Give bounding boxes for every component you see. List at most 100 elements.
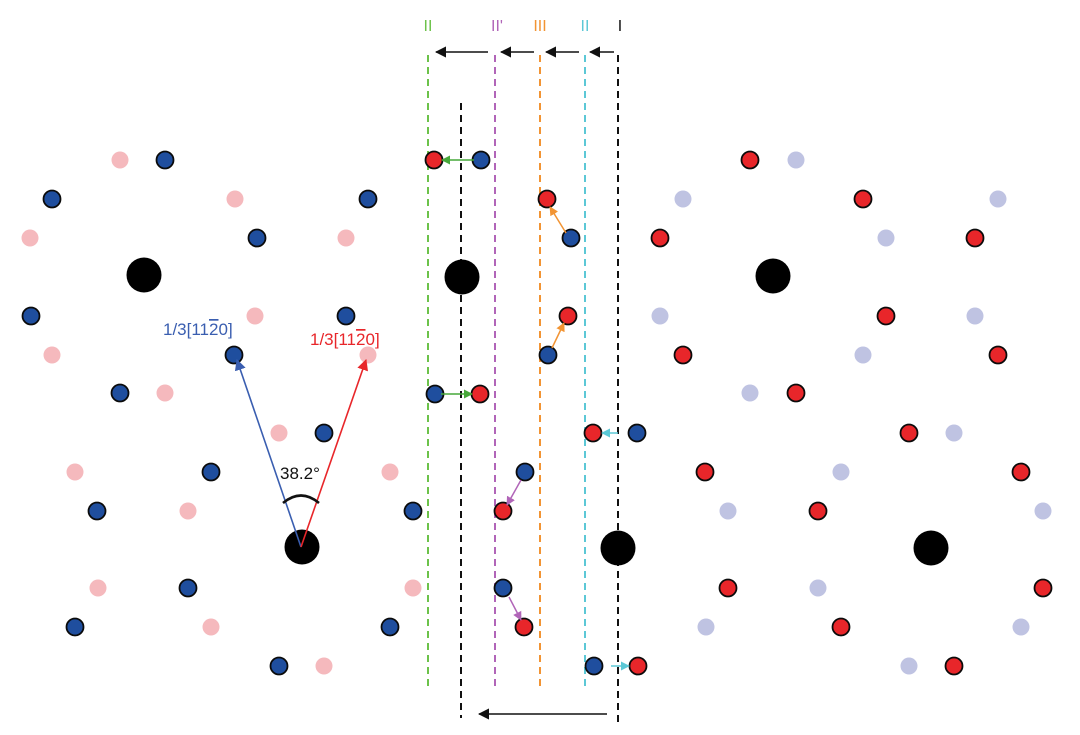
faint-red-atom xyxy=(381,463,399,481)
faint-blue-atom xyxy=(966,307,984,325)
faint-red-atom xyxy=(202,618,220,636)
red-atom xyxy=(493,501,513,521)
blue-atom xyxy=(224,345,244,365)
faint-blue-atom xyxy=(809,579,827,597)
blue-atom xyxy=(493,578,513,598)
faint-red-atom xyxy=(179,502,197,520)
red-atom xyxy=(944,656,964,676)
bar-digit: 2 xyxy=(209,320,218,339)
faint-blue-atom xyxy=(651,307,669,325)
angle-arc xyxy=(282,494,320,505)
red-atom xyxy=(673,345,693,365)
label-boundary-II-cyan: II xyxy=(581,18,590,35)
red-atom xyxy=(1033,578,1053,598)
faint-red-atom xyxy=(337,229,355,247)
large-black-atom xyxy=(126,257,162,293)
faint-blue-atom xyxy=(832,463,850,481)
red-atom xyxy=(876,306,896,326)
vector-label-red: 1/3[1120] xyxy=(310,330,380,349)
angle-label: 38.2° xyxy=(280,464,320,483)
blue-atom xyxy=(538,345,558,365)
red-atom xyxy=(988,345,1008,365)
red-atom xyxy=(899,423,919,443)
large-black-atom xyxy=(913,530,949,566)
faint-red-atom xyxy=(21,229,39,247)
blue-atom xyxy=(247,228,267,248)
faint-red-atom xyxy=(246,307,264,325)
displacement-arrow-orange-mid xyxy=(551,322,565,349)
displacement-arrow-purple-top xyxy=(506,479,522,506)
faint-blue-atom xyxy=(854,346,872,364)
blue-atom xyxy=(627,423,647,443)
red-atom xyxy=(786,383,806,403)
blue-atom xyxy=(584,656,604,676)
faint-red-atom xyxy=(89,579,107,597)
red-atom xyxy=(1011,462,1031,482)
faint-blue-atom xyxy=(741,384,759,402)
faint-blue-atom xyxy=(787,151,805,169)
label-boundary-III: III xyxy=(533,18,546,35)
faint-red-atom xyxy=(404,579,422,597)
large-black-atom xyxy=(600,530,636,566)
atom-lattice xyxy=(21,150,1053,676)
large-black-atom xyxy=(284,529,320,565)
faint-blue-atom xyxy=(877,229,895,247)
red-atom xyxy=(718,578,738,598)
faint-blue-atom xyxy=(719,502,737,520)
red-atom xyxy=(470,384,490,404)
red-atom xyxy=(583,423,603,443)
faint-red-atom xyxy=(66,463,84,481)
faint-red-atom xyxy=(270,424,288,442)
red-atom xyxy=(558,306,578,326)
faint-red-atom xyxy=(315,657,333,675)
blue-atom xyxy=(269,656,289,676)
vector-arrow-blue xyxy=(234,358,302,548)
blue-atom xyxy=(65,617,85,637)
faint-red-atom xyxy=(359,346,377,364)
bar-digit: 2 xyxy=(356,330,365,349)
blue-atom xyxy=(471,150,491,170)
blue-atom xyxy=(21,306,41,326)
blue-atom xyxy=(201,462,221,482)
faint-blue-atom xyxy=(945,424,963,442)
blue-atom xyxy=(314,423,334,443)
red-atom xyxy=(695,462,715,482)
red-atom xyxy=(424,150,444,170)
blue-atom xyxy=(358,189,378,209)
burgers-vectors xyxy=(234,358,368,548)
blue-atom xyxy=(425,384,445,404)
blue-atom xyxy=(403,501,423,521)
displacement-arrow-orange-top xyxy=(549,206,567,234)
blue-atom xyxy=(87,501,107,521)
red-atom xyxy=(853,189,873,209)
blue-atom xyxy=(515,462,535,482)
faint-blue-atom xyxy=(1012,618,1030,636)
blue-atom xyxy=(110,383,130,403)
faint-red-atom xyxy=(111,151,129,169)
red-atom xyxy=(514,617,534,637)
label-boundary-I: I xyxy=(618,18,622,35)
faint-blue-atom xyxy=(697,618,715,636)
red-atom xyxy=(808,501,828,521)
red-atom xyxy=(537,189,557,209)
red-atom xyxy=(740,150,760,170)
blue-atom xyxy=(561,228,581,248)
faint-blue-atom xyxy=(1034,502,1052,520)
blue-atom xyxy=(178,578,198,598)
red-atom xyxy=(628,656,648,676)
large-black-atom xyxy=(444,259,480,295)
faint-red-atom xyxy=(156,384,174,402)
red-atom xyxy=(831,617,851,637)
faint-red-atom xyxy=(226,190,244,208)
faint-blue-atom xyxy=(674,190,692,208)
faint-blue-atom xyxy=(900,657,918,675)
blue-atom xyxy=(155,150,175,170)
blue-atom xyxy=(380,617,400,637)
large-black-atom xyxy=(755,258,791,294)
faint-blue-atom xyxy=(989,190,1007,208)
red-atom xyxy=(965,228,985,248)
red-atom xyxy=(650,228,670,248)
displacement-arrow-purple-bottom xyxy=(508,596,522,621)
